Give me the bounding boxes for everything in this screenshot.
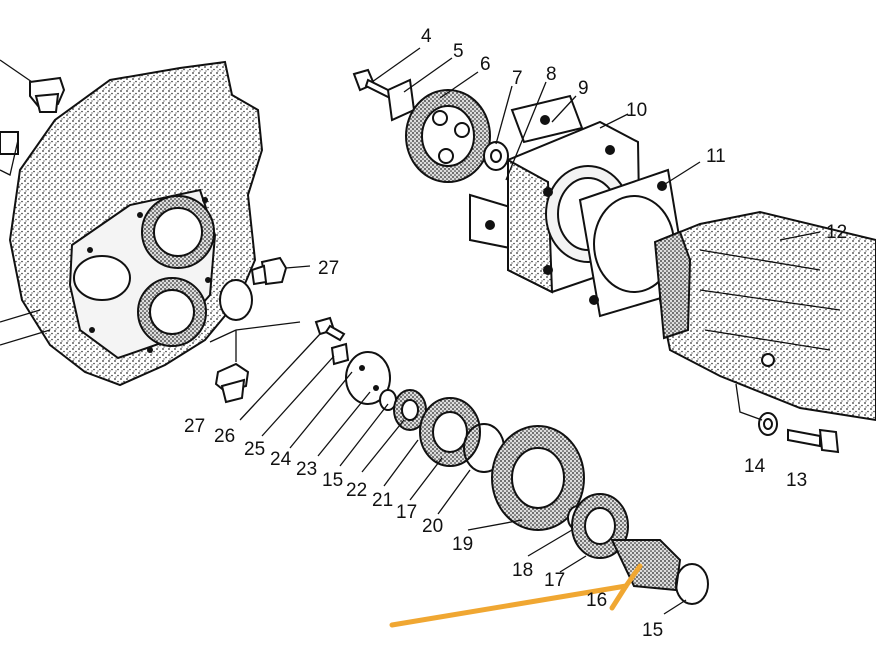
callout-16: 16	[586, 590, 607, 611]
callout-17-upper: 17	[396, 502, 417, 523]
callout-22: 22	[346, 480, 367, 501]
callout-20: 20	[422, 516, 443, 537]
callout-21: 21	[372, 490, 393, 511]
callout-15-upper: 15	[322, 470, 343, 491]
callout-8: 8	[546, 64, 557, 85]
gasket-11	[578, 168, 690, 318]
callout-17-lower: 17	[544, 570, 565, 591]
bolt-26	[314, 316, 346, 342]
callout-26: 26	[214, 426, 235, 447]
callout-23: 23	[296, 459, 317, 480]
callout-11: 11	[706, 146, 726, 167]
transfer-case-housing	[0, 60, 264, 387]
callout-27-right: 27	[318, 258, 339, 279]
gasket-9	[510, 94, 584, 144]
plug-27-lower	[214, 362, 250, 404]
callout-27-lower: 27	[184, 416, 205, 437]
callout-10: 10	[626, 100, 647, 121]
callout-13: 13	[786, 470, 807, 491]
highlight-arrow	[389, 563, 643, 628]
bolt-13	[787, 428, 840, 454]
lock-plate-25	[330, 342, 350, 366]
callout-4: 4	[421, 26, 432, 47]
drive-gear-19	[491, 425, 585, 531]
bearing-17-upper	[419, 397, 481, 467]
leader-lines	[239, 47, 821, 615]
bolt-4	[352, 68, 394, 100]
callout-24: 24	[270, 449, 292, 470]
washer-14	[758, 412, 778, 436]
washer-7	[483, 141, 509, 171]
callout-19: 19	[452, 534, 473, 555]
callout-5: 5	[453, 41, 464, 62]
callout-12: 12	[826, 222, 847, 243]
seal-ring-15-lower	[675, 563, 709, 605]
callout-18: 18	[512, 560, 533, 581]
cover-plate-24	[345, 351, 391, 405]
callout-labels: 4 5 6 7 8 9 10 11 12 27 27 26 25 24 23 1…	[184, 26, 847, 641]
callout-14: 14	[744, 456, 766, 477]
callout-6: 6	[480, 54, 491, 75]
callout-9: 9	[578, 78, 589, 99]
callout-15-lower: 15	[642, 620, 663, 641]
shaft-16	[610, 539, 682, 592]
drain-plug-top	[29, 76, 66, 113]
callout-25: 25	[244, 439, 265, 460]
transmission-case-12	[653, 210, 876, 422]
idler-gear-6	[405, 89, 491, 183]
callout-7: 7	[512, 68, 523, 89]
plug-27-right	[250, 256, 288, 286]
